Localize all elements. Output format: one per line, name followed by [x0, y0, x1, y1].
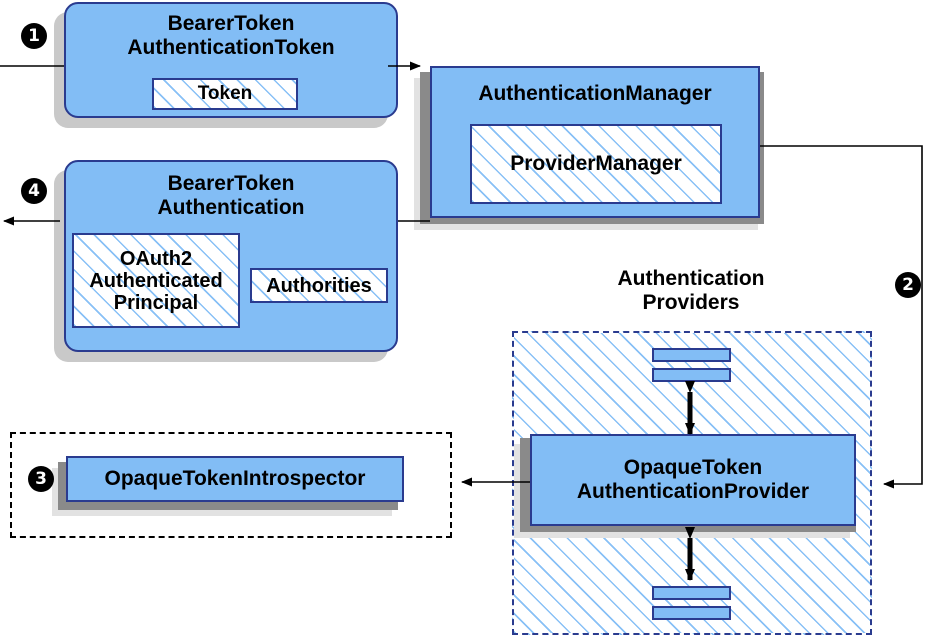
step-badge-2: 2: [895, 272, 921, 298]
provider-bar-top-2: [652, 368, 731, 382]
authorities-label: Authorities: [266, 274, 372, 297]
opaque-token-introspector-title: OpaqueTokenIntrospector: [104, 467, 366, 491]
provider-manager-label: ProviderManager: [510, 152, 682, 176]
authentication-manager-title: AuthenticationManager: [478, 82, 712, 105]
bearer-token-authentication-token-title: BearerToken AuthenticationToken: [127, 12, 335, 59]
step-badge-1: 1: [21, 23, 47, 49]
provider-bar-bottom-1: [652, 586, 731, 600]
provider-bar-top-1: [652, 348, 731, 362]
token-inner-box[interactable]: Token: [152, 78, 298, 110]
bearer-token-authentication-title: BearerToken Authentication: [157, 172, 305, 219]
opaque-token-authentication-provider-title: OpaqueToken AuthenticationProvider: [576, 456, 810, 503]
step-badge-3: 3: [28, 466, 54, 492]
step-badge-4: 4: [21, 178, 47, 204]
authorities-box[interactable]: Authorities: [250, 268, 388, 303]
provider-bar-bottom-2: [652, 606, 731, 620]
opaque-token-introspector[interactable]: OpaqueTokenIntrospector: [66, 456, 404, 502]
authentication-providers-label: Authentication Providers: [617, 267, 765, 315]
oauth2-authenticated-principal-box[interactable]: OAuth2 Authenticated Principal: [72, 233, 240, 328]
provider-manager-inner-box[interactable]: ProviderManager: [470, 124, 722, 204]
token-inner-label: Token: [197, 82, 253, 104]
opaque-token-authentication-provider[interactable]: OpaqueToken AuthenticationProvider: [530, 434, 856, 526]
oauth2-authenticated-principal-label: OAuth2 Authenticated Principal: [89, 247, 223, 314]
